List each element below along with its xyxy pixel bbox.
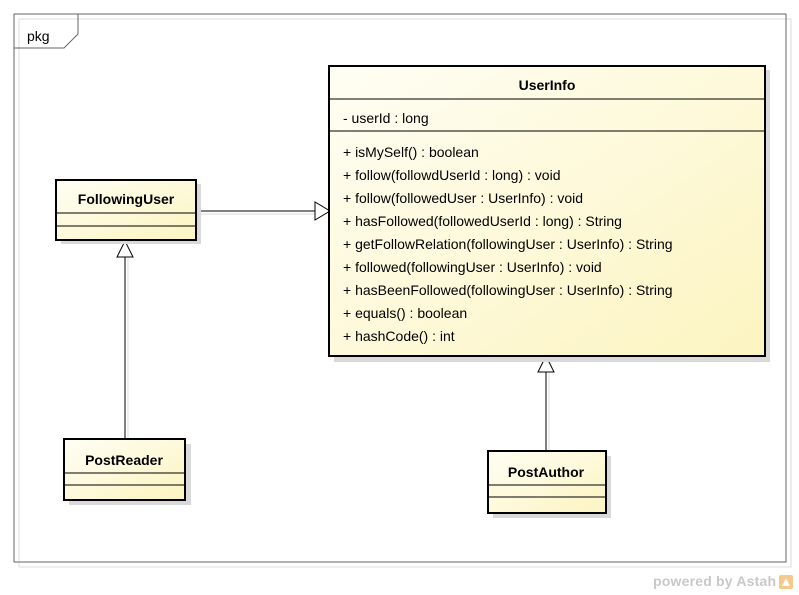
userinfo-operation: + equals() : boolean	[343, 305, 467, 321]
userinfo-operation: + hasFollowed(followedUserId : long) : S…	[343, 213, 622, 229]
class-userinfo[interactable]: UserInfo - userId : long + isMySelf() : …	[328, 65, 770, 362]
userinfo-attributes: - userId : long	[343, 110, 429, 126]
userinfo-operation: + hasBeenFollowed(followingUser : UserIn…	[343, 282, 673, 298]
userinfo-operation: + follow(followdUserId : long) : void	[343, 167, 561, 183]
userinfo-attribute: - userId : long	[343, 110, 429, 126]
userinfo-operation: + getFollowRelation(followingUser : User…	[343, 236, 673, 252]
class-followinguser[interactable]: FollowingUser	[55, 179, 201, 244]
class-name-followinguser: FollowingUser	[78, 191, 175, 207]
generalization-postreader-followinguser	[116, 239, 134, 439]
astah-logo-icon	[779, 575, 793, 589]
userinfo-operation: + isMySelf() : boolean	[343, 144, 479, 160]
association-followinguser-userinfo	[197, 201, 331, 221]
package-frame: pkg	[13, 13, 792, 568]
class-postauthor[interactable]: PostAuthor	[487, 450, 611, 518]
userinfo-operation: + followed(followingUser : UserInfo) : v…	[343, 259, 602, 275]
package-label: pkg	[27, 28, 50, 44]
userinfo-operation: + follow(followedUser : UserInfo) : void	[343, 190, 583, 206]
watermark-text: powered by Astah	[653, 573, 777, 589]
class-postreader[interactable]: PostReader	[63, 438, 191, 505]
userinfo-operation: + hashCode() : int	[343, 328, 455, 344]
class-name-postauthor: PostAuthor	[508, 464, 585, 480]
userinfo-operations: + isMySelf() : boolean + follow(followdUs…	[343, 144, 673, 344]
generalization-postauthor-userinfo	[537, 354, 555, 451]
class-name-postreader: PostReader	[85, 452, 163, 468]
class-name-userinfo: UserInfo	[519, 77, 576, 93]
